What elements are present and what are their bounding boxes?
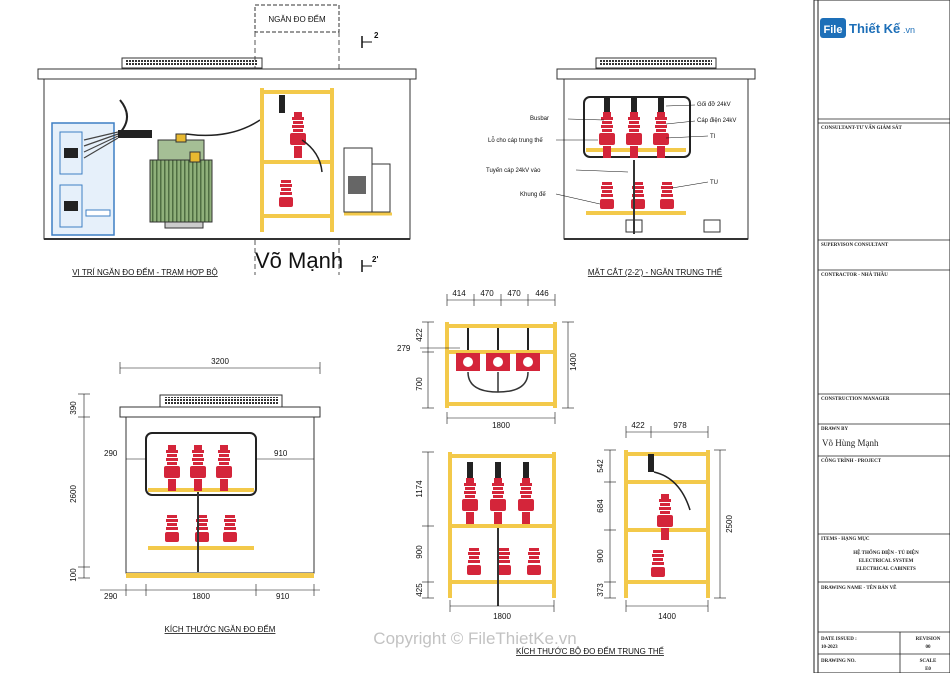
dim-470-b: 470: [507, 289, 521, 298]
logo-badge: [820, 18, 846, 38]
dim-422: 422: [415, 328, 424, 342]
dim-900-side: 900: [596, 549, 605, 563]
ann-ti: TI: [710, 134, 716, 140]
dim-373: 373: [596, 583, 605, 597]
tb-consultant: CONSULTANT-TƯ VẤN GIÁM SÁT: [821, 125, 902, 131]
dim-446: 446: [535, 289, 549, 298]
compartment-top-label: NGĂN ĐO ĐẾM: [268, 14, 326, 24]
dim-1800-bottom: 1800: [192, 592, 210, 601]
dim-684: 684: [596, 499, 605, 513]
caption-section: MẶT CẮT (2-2') - NGĂN TRUNG THẾ: [588, 267, 722, 277]
ann-cable-hole: Lỗ cho cáp trung thế: [488, 137, 543, 144]
dim-470-a: 470: [480, 289, 494, 298]
dim-2500: 2500: [725, 515, 734, 533]
tb-scale-value: E0: [925, 667, 931, 672]
unit-top-view: 414 470 470 446 422 279 700 1400 1800: [397, 289, 578, 430]
compartment-dims-view: 3200 390 2600 100 290 910 290 1800 910 K…: [69, 357, 321, 634]
tb-date-issued: DATE ISSUED :: [821, 637, 857, 642]
dim-422-side: 422: [631, 421, 645, 430]
lv-cabinet: [51, 122, 115, 236]
dim-100: 100: [69, 568, 78, 582]
tb-drawn-by-name: Võ Hùng Mạnh: [822, 438, 879, 448]
tb-project: CÔNG TRÌNH - PROJECT: [821, 458, 882, 464]
tb-items-line3: ELECTRICAL CABINETS: [856, 567, 916, 572]
section-mark-bottom: 2': [372, 255, 378, 264]
caption-location: VỊ TRÍ NGĂN ĐO ĐẾM - TRẠM HỢP BỘ: [72, 267, 218, 277]
unit-front-view: 1174 900 425 1800: [415, 451, 556, 621]
watermark: Copyright © FileThietKe.vn: [373, 629, 576, 648]
section-view: Busbar Lỗ cho cáp trung thế Tuyến cáp 24…: [486, 57, 756, 277]
tb-drawing-name: DRAWING NAME - TÊN BẢN VẼ: [821, 585, 897, 591]
dim-390: 390: [69, 401, 78, 415]
dim-700: 700: [415, 377, 424, 391]
dim-900-front: 900: [415, 545, 424, 559]
dim-910-inner: 910: [274, 449, 288, 458]
tb-drawn-by: DRAWN BY: [821, 427, 848, 432]
ann-cable: Cáp điện 24kV: [697, 118, 736, 124]
tb-construction: CONSTRUCTION MANAGER: [821, 397, 890, 402]
tb-supervision: SUPERVISON CONSULTANT: [821, 243, 889, 248]
author-big-label: Võ Mạnh: [255, 248, 343, 273]
tb-drawing-no: DRAWING NO.: [821, 659, 856, 664]
ann-incoming: Tuyến cáp 24kV vào: [486, 168, 541, 174]
ann-support: Gối đỡ 24kV: [697, 102, 731, 108]
dim-1800-front: 1800: [493, 612, 511, 621]
ann-busbar: Busbar: [530, 116, 549, 122]
tb-date-value: 10-2023: [821, 645, 838, 650]
location-view: NGĂN ĐO ĐẾM 2: [37, 4, 417, 277]
dim-1400-side: 1400: [658, 612, 676, 621]
tb-revision-value: 00: [926, 645, 932, 650]
logo-text: Thiết Kế: [849, 21, 901, 36]
dim-425: 425: [415, 583, 424, 597]
section-mark-top: 2: [374, 31, 379, 40]
caption-dims-unit: KÍCH THƯỚC BỘ ĐO ĐẾM TRUNG THẾ: [516, 646, 664, 656]
dim-414: 414: [452, 289, 466, 298]
dim-3200: 3200: [211, 357, 229, 366]
dim-1400: 1400: [569, 353, 578, 371]
caption-dims-compartment: KÍCH THƯỚC NGĂN ĐO ĐẾM: [165, 624, 276, 634]
tb-items-line1: HỆ THỐNG ĐIỆN - TỦ ĐIỆN: [853, 550, 919, 556]
tb-items-line2: ELECTRICAL SYSTEM: [859, 559, 914, 564]
dim-542: 542: [596, 459, 605, 473]
tb-items: ITEMS - HẠNG MỤC: [821, 537, 870, 542]
dim-290-bottom: 290: [104, 592, 118, 601]
tb-revision: REVISION: [916, 637, 941, 642]
dim-290-inner: 290: [104, 449, 118, 458]
title-block: File Thiết Kế .vn CONSULTANT-TƯ VẤN GIÁM…: [813, 0, 950, 673]
ann-frame: Khung đế: [520, 192, 546, 198]
tb-scale: SCALE: [920, 659, 937, 664]
transformer: [149, 159, 213, 223]
logo-badge-text: File: [824, 24, 843, 36]
dim-1174: 1174: [415, 480, 424, 498]
dim-1800-top: 1800: [492, 421, 510, 430]
dim-910-bottom: 910: [276, 592, 290, 601]
dim-978: 978: [673, 421, 687, 430]
unit-side-view: 422 978 542 684 900 373 2500 1400: [596, 421, 734, 621]
dim-2600: 2600: [69, 485, 78, 503]
logo-suffix: .vn: [903, 25, 915, 35]
tb-contractor: CONTRACTOR - NHÀ THẦU: [821, 272, 888, 278]
ann-tu: TU: [710, 180, 718, 186]
dim-279: 279: [397, 344, 411, 353]
